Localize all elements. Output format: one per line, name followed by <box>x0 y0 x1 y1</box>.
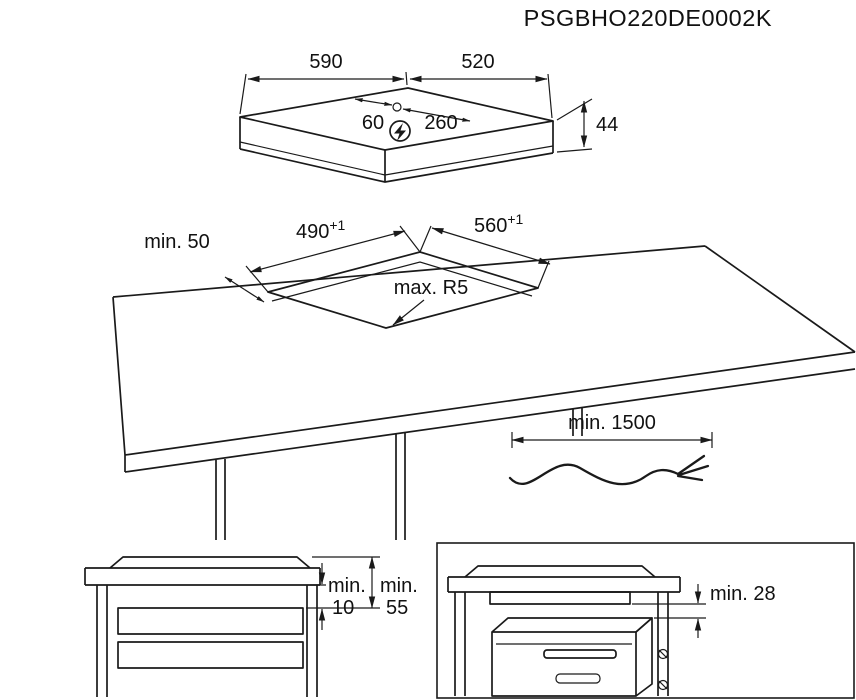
hob-edges <box>239 117 554 182</box>
drawer-gap-min-label: min. <box>328 575 366 597</box>
oven-side <box>635 617 653 697</box>
dim-490-arrow <box>249 250 328 273</box>
dim-extension-lines <box>306 556 380 609</box>
edge-clearance-dim-label: min. 50 <box>144 231 210 253</box>
drawer-clearance-figure: min. 10 min. 55 <box>84 556 418 697</box>
cabinet-sides <box>454 592 669 696</box>
hob-isometric-view: 590 520 44 60 260 <box>239 51 618 183</box>
hob-thickness-dim-label: 44 <box>596 114 618 136</box>
corner-radius-leader-arrow <box>392 299 425 326</box>
hob-side-detail <box>239 141 554 176</box>
drawer-depth-min-label: min. <box>380 575 418 597</box>
hob-bottom-edge <box>239 148 554 183</box>
connection-span-dim-label: 260 <box>424 112 457 134</box>
dim-490-arrow <box>327 230 406 253</box>
dim-value: 560 <box>474 215 507 237</box>
oven-clearance-figure: min. 28 <box>436 542 855 699</box>
dim-60-arrow <box>354 98 374 103</box>
dim-extension-lines <box>239 71 553 119</box>
dim-extension-lines <box>632 603 706 619</box>
cable-wave <box>508 463 680 486</box>
worktop-cutout-view: 490+1 560+1 min. 50 max. R5 <box>112 211 856 540</box>
worktop-legs <box>215 408 583 540</box>
connection-point-mark <box>392 102 402 112</box>
dim-min50-arrow <box>244 288 265 303</box>
oven-vent-slot <box>555 673 601 684</box>
dim-tolerance-superscript: +1 <box>507 211 523 227</box>
dim-extension-lines <box>556 98 593 153</box>
connection-offset-dim-label: 60 <box>362 112 384 134</box>
product-model-code: PSGBHO220DE0002K <box>524 5 772 31</box>
cable-length-dim-label: min. 1500 <box>568 412 656 434</box>
dim-min50-arrow <box>224 276 245 291</box>
dim-260-arrow <box>402 108 437 116</box>
oven-clearance-dim-label: min. 28 <box>710 583 776 605</box>
lightning-bolt-icon <box>389 120 411 142</box>
dim-560-arrow <box>490 245 551 265</box>
cutout-inner-edge <box>271 261 533 302</box>
hob-profile <box>109 556 311 569</box>
figure-frame <box>436 542 855 699</box>
dim-extension-lines <box>419 225 550 289</box>
dim-560-arrow <box>431 227 492 247</box>
cutout-width-dim-label: 560+1 <box>474 211 524 237</box>
oven-handle <box>543 649 617 659</box>
hob-profile <box>464 565 656 578</box>
oven-top <box>491 617 653 633</box>
drawer-depth-value-label: 55 <box>386 597 408 619</box>
cabinet-sides <box>96 585 318 697</box>
worktop-profile <box>84 567 321 586</box>
dim-60-arrow <box>372 101 393 106</box>
hob-width-dim-label: 590 <box>309 51 342 73</box>
cable-wire-ends <box>676 454 710 482</box>
hob-underside-box <box>489 591 631 605</box>
dim-value: 490 <box>296 221 329 243</box>
drawer-1 <box>117 607 304 635</box>
drawer-2 <box>117 641 304 669</box>
hob-depth-dim-label: 520 <box>461 51 494 73</box>
mains-cable-figure: min. 1500 <box>508 412 713 486</box>
worktop-surface <box>112 245 856 473</box>
drawer-gap-value-label: 10 <box>332 597 354 619</box>
dim-tolerance-superscript: +1 <box>329 217 345 233</box>
dim-260-arrow <box>435 114 471 122</box>
screw-icon <box>657 679 669 691</box>
oven-front <box>491 631 637 697</box>
corner-radius-dim-label: max. R5 <box>394 277 468 299</box>
cutout-depth-dim-label: 490+1 <box>296 217 346 243</box>
worktop-profile <box>447 576 681 593</box>
screw-icon <box>657 648 669 660</box>
